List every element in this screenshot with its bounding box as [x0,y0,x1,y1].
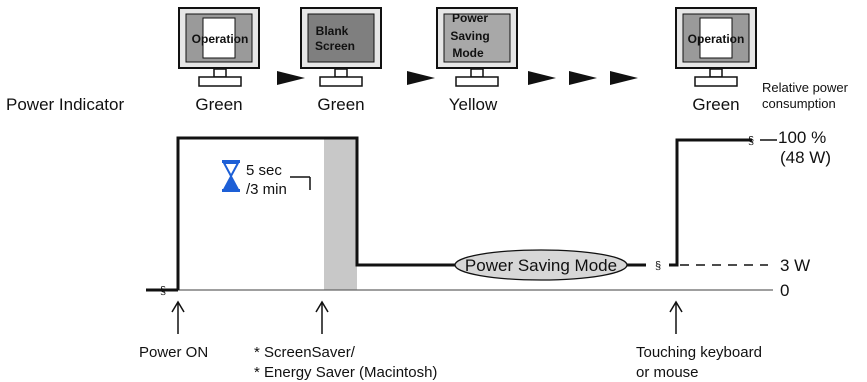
sequence-arrow [569,71,597,85]
monitor-screen-text: Saving [450,29,489,43]
level-zero-label: 0 [780,281,789,300]
monitor-screen-text: Screen [315,39,355,53]
indicator-color: Yellow [449,95,498,114]
level-100-label: 100 % [778,128,826,147]
relative-power-label: consumption [762,96,836,111]
monitor-power-saving: Power Saving Mode [436,7,518,87]
event-arrows [171,300,683,334]
relative-power-label: Relative power [762,80,849,95]
level-3w-label: 3 W [780,256,810,275]
power-saving-mode-bubble [454,249,628,281]
timer-label: 5 sec [246,162,282,179]
monitor-screen-text: Operation [192,32,249,46]
screensaver-label: * Energy Saver (Macintosh) [254,364,437,381]
touch-label: Touching keyboard [636,344,762,361]
power-line [176,136,456,290]
monitor-screen-text: Power [452,11,488,25]
monitor-screen-text: Mode [452,46,484,60]
monitor-screen-text: Blank [316,24,349,38]
power-indicator-label: Power Indicator [6,95,124,114]
blank-screen-band [324,138,357,290]
sequence-arrows [277,71,638,85]
indicator-color: Green [195,95,242,114]
indicator-color: Green [317,95,364,114]
monitor-operation-resumed: Operation [675,7,757,87]
power-saving-mode-label: Power Saving Mode [465,256,617,275]
touch-label: or mouse [636,364,699,381]
monitor-operation: Operation [178,7,260,87]
event-arrow [315,300,329,313]
timer-label: /3 min [246,181,287,198]
event-arrow [669,300,683,313]
sequence-arrow [277,71,305,85]
monitor-blank-screen: Blank Screen [300,7,382,87]
hourglass-icon [222,160,240,192]
level-100-watts: (48 W) [780,148,831,167]
indicator-color: Green [692,95,739,114]
break-mark: § [655,260,661,272]
power-on-label: Power ON [139,344,208,361]
sequence-arrow [610,71,638,85]
monitor-screen-text: Operation [688,32,745,46]
sequence-arrow [528,71,556,85]
event-arrow [171,300,185,313]
sequence-arrow [407,71,435,85]
power-line-resume [669,138,752,267]
break-mark: § [160,285,166,297]
screensaver-label: * ScreenSaver/ [254,344,356,361]
break-mark: § [748,135,754,147]
